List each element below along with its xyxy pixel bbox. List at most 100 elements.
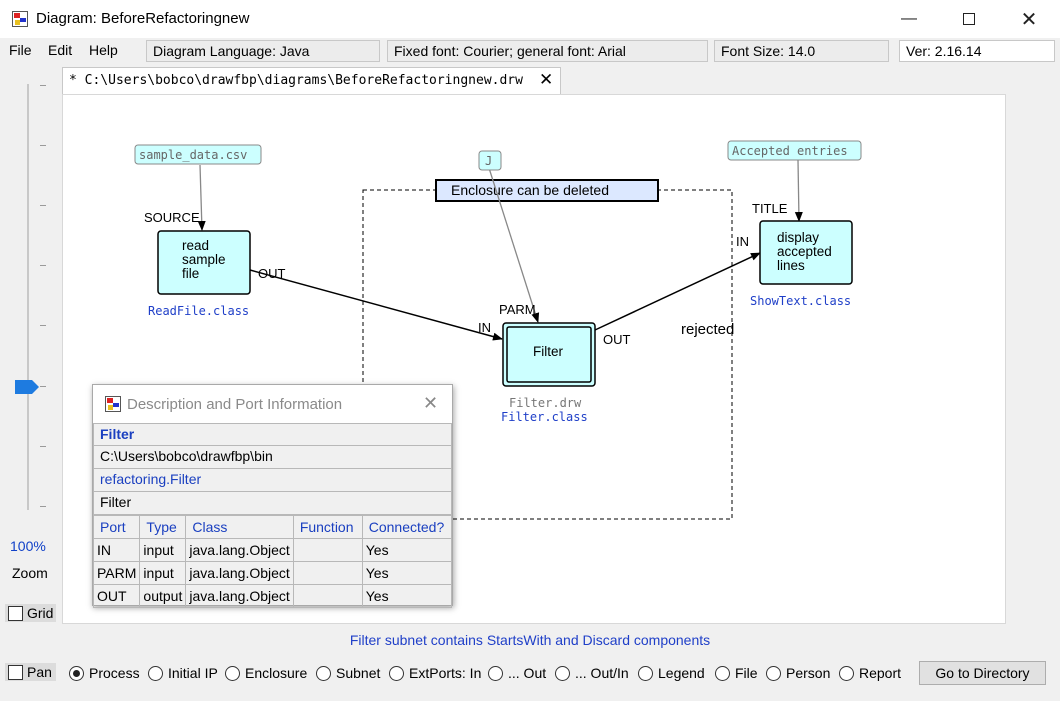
pan-checkbox[interactable]: Pan bbox=[5, 663, 56, 681]
connection-filter-showtext[interactable] bbox=[594, 252, 761, 331]
diagram-drawing[interactable]: Enclosure can be deleted sample_data.csv… bbox=[62, 94, 1006, 624]
radio-process-label: Process bbox=[89, 665, 140, 681]
radio-person-button[interactable] bbox=[766, 665, 781, 681]
zoom-tick bbox=[40, 205, 46, 206]
zoom-tick bbox=[40, 386, 46, 387]
process-showtext[interactable] bbox=[759, 220, 853, 285]
radio-extports-in[interactable]: ExtPorts: In bbox=[389, 665, 481, 681]
header-connected: Connected? bbox=[361, 515, 453, 539]
radio-extports-out-label: ... Out bbox=[508, 665, 547, 681]
showtext-class-link[interactable]: ShowText.class bbox=[750, 294, 851, 308]
radio-legend-button[interactable] bbox=[638, 665, 653, 681]
diagram-tab-title[interactable]: * C:\Users\bobco\drawfbp\diagrams\Before… bbox=[69, 73, 523, 88]
radio-extports-out-button[interactable] bbox=[488, 665, 503, 681]
radio-person[interactable]: Person bbox=[766, 665, 830, 681]
pan-checkbox-box[interactable] bbox=[8, 664, 23, 680]
iip-accepted-entries[interactable] bbox=[727, 140, 862, 161]
grid-checkbox-label: Grid bbox=[27, 605, 54, 621]
iip-accepted-entries-text: Accepted entries bbox=[732, 144, 848, 158]
radio-extports-outin-label: ... Out/In bbox=[575, 665, 629, 681]
radio-person-label: Person bbox=[786, 665, 831, 681]
process-filter-subnet-border bbox=[506, 326, 592, 383]
radio-initial-ip-label: Initial IP bbox=[168, 665, 218, 681]
port-source-label: SOURCE bbox=[144, 210, 200, 225]
port-title-label: TITLE bbox=[752, 201, 788, 216]
port-info-dialog[interactable]: Description and Port Information ✕ Filte… bbox=[92, 384, 453, 608]
readfile-label-2: sample bbox=[182, 252, 226, 267]
maximize-button[interactable] bbox=[946, 0, 992, 38]
cell-port: IN bbox=[92, 538, 141, 562]
process-filter[interactable] bbox=[502, 322, 596, 387]
cell-class: java.lang.Object bbox=[185, 561, 294, 585]
table-row: PARM input java.lang.Object Yes bbox=[92, 561, 453, 585]
radio-initial-ip-button[interactable] bbox=[148, 665, 163, 681]
readfile-label-1: read bbox=[182, 238, 209, 253]
dialog-close-icon[interactable]: ✕ bbox=[423, 393, 439, 413]
radio-initial-ip[interactable]: Initial IP bbox=[148, 665, 218, 681]
port-table: Port Type Class Function Connected? IN i… bbox=[92, 515, 453, 608]
radio-enclosure[interactable]: Enclosure bbox=[225, 665, 307, 681]
radio-legend[interactable]: Legend bbox=[638, 665, 705, 681]
component-path: C:\Users\bobco\drawfbp\bin bbox=[93, 446, 452, 469]
iip-connection[interactable] bbox=[488, 167, 540, 323]
cell-type: output bbox=[139, 584, 187, 608]
cell-function bbox=[292, 538, 363, 562]
radio-process-button[interactable] bbox=[69, 665, 84, 681]
iip-sample-data[interactable] bbox=[134, 144, 262, 165]
menu-file[interactable]: File bbox=[9, 42, 32, 58]
cell-class: java.lang.Object bbox=[185, 584, 294, 608]
radio-enclosure-button[interactable] bbox=[225, 665, 240, 681]
zoom-tick bbox=[40, 325, 46, 326]
port-readfile-out-label: OUT bbox=[258, 266, 286, 281]
radio-extports-out[interactable]: ... Out bbox=[488, 665, 546, 681]
filter-class-link[interactable]: Filter.class bbox=[501, 410, 588, 424]
radio-subnet-button[interactable] bbox=[316, 665, 331, 681]
enclosure-label-box[interactable] bbox=[435, 179, 659, 202]
connection-readfile-filter[interactable] bbox=[249, 269, 503, 341]
port-filter-out-label: OUT bbox=[603, 332, 631, 347]
font-size-box[interactable]: Font Size: 14.0 bbox=[714, 40, 889, 62]
port-filter-in-label: IN bbox=[478, 320, 491, 335]
zoom-label: Zoom bbox=[12, 565, 48, 581]
grid-checkbox-box[interactable] bbox=[8, 605, 23, 621]
radio-file[interactable]: File bbox=[715, 665, 758, 681]
go-to-directory-button[interactable]: Go to Directory bbox=[919, 661, 1046, 685]
zoom-slider-track[interactable] bbox=[27, 84, 29, 510]
cell-function bbox=[292, 561, 363, 585]
port-info-dialog-titlebar[interactable] bbox=[93, 385, 452, 423]
filter-subnet-link[interactable]: Filter.drw bbox=[509, 396, 582, 410]
radio-subnet[interactable]: Subnet bbox=[316, 665, 380, 681]
minimize-button[interactable]: — bbox=[886, 0, 932, 38]
enclosure-label: Enclosure can be deleted bbox=[451, 182, 609, 198]
port-info-dialog-title: Description and Port Information bbox=[127, 396, 343, 413]
title-bar bbox=[0, 0, 1060, 38]
maximize-icon bbox=[963, 13, 975, 25]
readfile-class-link[interactable]: ReadFile.class bbox=[148, 304, 249, 318]
radio-report-button[interactable] bbox=[839, 665, 854, 681]
zoom-tick bbox=[40, 265, 46, 266]
radio-extports-in-label: ExtPorts: In bbox=[409, 665, 482, 681]
diagram-language-box[interactable]: Diagram Language: Java bbox=[146, 40, 380, 62]
process-readfile[interactable] bbox=[157, 230, 251, 295]
iip-connection[interactable] bbox=[794, 159, 803, 222]
radio-report[interactable]: Report bbox=[839, 665, 901, 681]
iip-j[interactable] bbox=[478, 150, 502, 171]
font-info-box[interactable]: Fixed font: Courier; general font: Arial bbox=[387, 40, 708, 62]
radio-extports-in-button[interactable] bbox=[389, 665, 404, 681]
radio-extports-outin[interactable]: ... Out/In bbox=[555, 665, 629, 681]
menu-help[interactable]: Help bbox=[89, 42, 118, 58]
tab-close-icon[interactable]: ✕ bbox=[539, 70, 554, 89]
radio-file-button[interactable] bbox=[715, 665, 730, 681]
component-description: Filter bbox=[93, 492, 452, 515]
diagram-tab[interactable] bbox=[62, 67, 561, 95]
version-box: Ver: 2.16.14 bbox=[899, 40, 1055, 62]
radio-report-label: Report bbox=[859, 665, 902, 681]
grid-checkbox[interactable]: Grid bbox=[5, 604, 57, 622]
radio-process[interactable]: Process bbox=[69, 665, 140, 681]
menu-edit[interactable]: Edit bbox=[48, 42, 73, 58]
zoom-slider-thumb[interactable] bbox=[15, 380, 39, 394]
radio-extports-outin-button[interactable] bbox=[555, 665, 570, 681]
zoom-tick bbox=[40, 446, 46, 447]
iip-connection[interactable] bbox=[197, 164, 206, 231]
close-button[interactable]: ✕ bbox=[1006, 0, 1052, 38]
